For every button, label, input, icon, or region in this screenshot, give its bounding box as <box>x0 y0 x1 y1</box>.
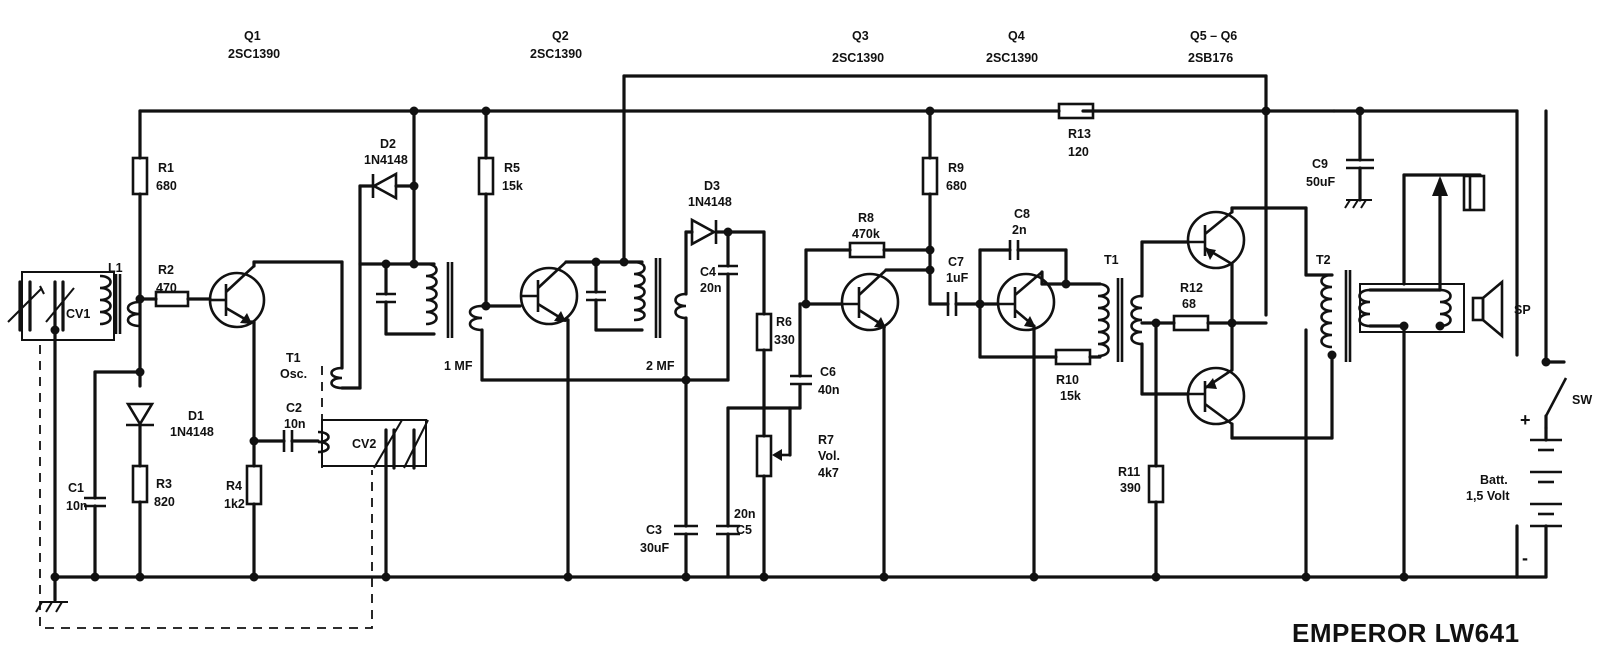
c8-ref: C8 <box>1014 207 1030 221</box>
c3-ref: C3 <box>646 523 662 537</box>
d1-ref: D1 <box>188 409 204 423</box>
l1-label: L1 <box>108 261 123 275</box>
r9-ref: R9 <box>948 161 964 175</box>
mf1-stage <box>358 109 522 382</box>
r13-ref: R13 <box>1068 127 1091 141</box>
r10-ref: R10 <box>1056 373 1079 387</box>
r2-ref: R2 <box>158 263 174 277</box>
r9-value: 680 <box>946 179 967 193</box>
r8-value: 470k <box>852 227 880 241</box>
c5-value: 20n <box>734 507 756 521</box>
cv2-label: CV2 <box>352 437 376 451</box>
d2-type: 1N4148 <box>364 153 408 167</box>
q2-stage <box>480 230 730 579</box>
c6-ref: C6 <box>820 365 836 379</box>
q2-type: 2SC1390 <box>530 47 582 61</box>
c7-ref: C7 <box>948 255 964 269</box>
r5-value: 15k <box>502 179 523 193</box>
r7-value2: 4k7 <box>818 466 839 480</box>
input-tank <box>7 271 373 629</box>
d3-type: 1N4148 <box>688 195 732 209</box>
r4-value: 1k2 <box>224 497 245 511</box>
c1-ref: C1 <box>68 481 84 495</box>
r7-value: Vol. <box>818 449 840 463</box>
d2-ref: D2 <box>380 137 396 151</box>
r4-ref: R4 <box>226 479 242 493</box>
c9-ref: C9 <box>1312 157 1328 171</box>
c8-value: 2n <box>1012 223 1027 237</box>
d1-type: 1N4148 <box>170 425 214 439</box>
diagram-title: EMPEROR LW641 <box>1292 618 1520 648</box>
c9-value: 50uF <box>1306 175 1336 189</box>
c4-value: 20n <box>700 281 722 295</box>
r3-ref: R3 <box>156 477 172 491</box>
t1-osc-label: T1 <box>286 351 301 365</box>
q4-type: 2SC1390 <box>986 51 1038 65</box>
c4-ref: C4 <box>700 265 716 279</box>
r5-ref: R5 <box>504 161 520 175</box>
q2-ref: Q2 <box>552 29 569 43</box>
mf2-label: 2 MF <box>646 359 675 373</box>
r7-ref: R7 <box>818 433 834 447</box>
q3-type: 2SC1390 <box>832 51 884 65</box>
c7-value: 1uF <box>946 271 969 285</box>
q4-stage <box>978 240 1143 579</box>
t1-osc-sub: Osc. <box>280 367 307 381</box>
output-stage <box>1140 109 1568 579</box>
r3-value: 820 <box>154 495 175 509</box>
r8-ref: R8 <box>858 211 874 225</box>
q5-q6-type: 2SB176 <box>1188 51 1233 65</box>
r10-value: 15k <box>1060 389 1081 403</box>
cv1-label: CV1 <box>66 307 90 321</box>
r1-ref: R1 <box>158 161 174 175</box>
batt-voltage: 1,5 Volt <box>1466 489 1510 503</box>
q4-ref: Q4 <box>1008 29 1025 43</box>
d3-ref: D3 <box>704 179 720 193</box>
r13-resistor <box>1057 102 1095 120</box>
detector-stage <box>684 217 812 579</box>
t1-label: T1 <box>1104 253 1119 267</box>
r12-ref: R12 <box>1180 281 1203 295</box>
q3-stage <box>798 109 1000 579</box>
r11-value: 390 <box>1120 481 1141 495</box>
c2-ref: C2 <box>286 401 302 415</box>
q1-stage <box>84 109 429 579</box>
plus-sign: + <box>1520 410 1531 430</box>
r1-value: 680 <box>156 179 177 193</box>
component-labels: Q1 2SC1390 Q2 2SC1390 Q3 2SC1390 Q4 2SC1… <box>66 29 1592 648</box>
c5-ref: C5 <box>736 523 752 537</box>
q5-q6-ref: Q5 – Q6 <box>1190 29 1237 43</box>
q1-type: 2SC1390 <box>228 47 280 61</box>
c2-value: 10n <box>284 417 306 431</box>
r6-value: 330 <box>774 333 795 347</box>
q3-ref: Q3 <box>852 29 869 43</box>
c3-value: 30uF <box>640 541 670 555</box>
q1-ref: Q1 <box>244 29 261 43</box>
junction-dots <box>50 106 1445 582</box>
mf1-label: 1 MF <box>444 359 473 373</box>
batt-label: Batt. <box>1480 473 1508 487</box>
r13-value: 120 <box>1068 145 1089 159</box>
r2-value: 470 <box>156 281 177 295</box>
r6-ref: R6 <box>776 315 792 329</box>
r12-value: 68 <box>1182 297 1196 311</box>
sp-label: SP <box>1514 303 1531 317</box>
t2-label: T2 <box>1316 253 1331 267</box>
minus-sign: - <box>1522 548 1528 568</box>
c1-value: 10n <box>66 499 88 513</box>
sw-label: SW <box>1572 393 1592 407</box>
r11-ref: R11 <box>1118 465 1140 479</box>
c6-value: 40n <box>818 383 840 397</box>
